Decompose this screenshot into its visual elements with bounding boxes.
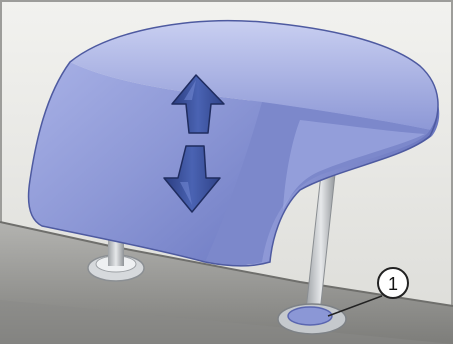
callout-label: 1 [388, 274, 398, 294]
headrest-post-release-button[interactable] [288, 307, 332, 325]
